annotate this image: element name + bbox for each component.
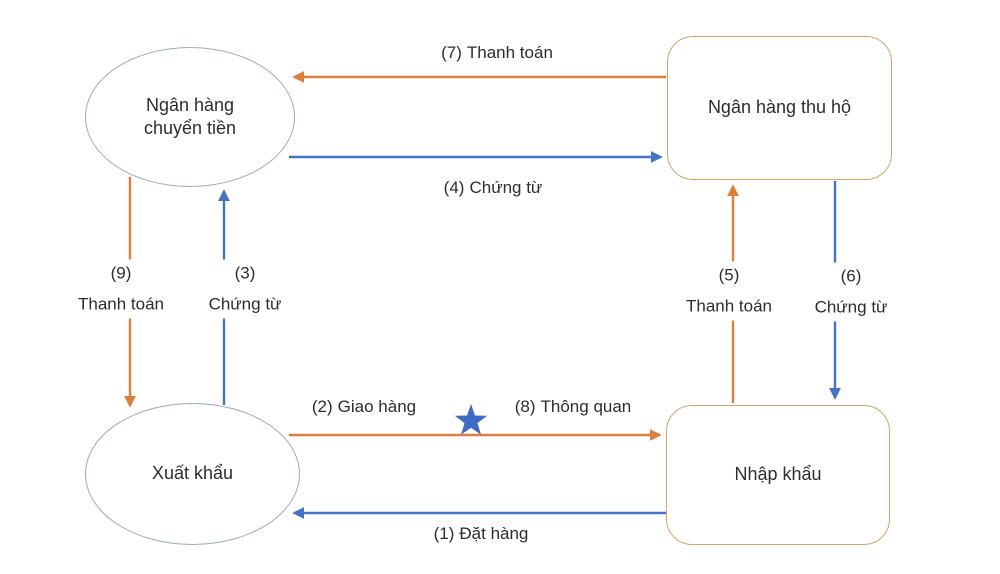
edge-label-step5: (5) Thanh toán (675, 261, 783, 321)
edge-step2-text: Giao hàng (337, 397, 417, 416)
edge-label-step9: (9) Thanh toán (67, 259, 175, 319)
edge-step1-number: (1) (433, 524, 455, 543)
edge-label-step1: (1) Đặt hàng (434, 524, 529, 544)
edge-step9-number: (9) (110, 263, 132, 283)
edge-label-step4: (4) Chứng từ (444, 178, 543, 198)
node-importer: Nhập khẩu (666, 405, 890, 545)
edge-step4-text: Chứng từ (469, 178, 543, 197)
node-exporter: Xuất khẩu (85, 403, 300, 545)
node-remitting-bank-label-line1: Ngân hàng (145, 94, 235, 115)
edge-step7-text: Thanh toán (466, 43, 553, 62)
edge-step2-number: (2) (311, 397, 333, 416)
node-exporter-label: Xuất khẩu (151, 463, 234, 484)
node-remitting-bank-label-line2: chuyển tiền (143, 118, 237, 138)
edge-step4-number: (4) (443, 178, 465, 197)
edge-step7-number: (7) (441, 43, 462, 62)
edge-label-step7: (7) Thanh toán (441, 43, 553, 63)
edge-label-step3: (3) Chứng từ (198, 259, 292, 319)
node-collecting-bank-label: Ngân hàng thu hộ (707, 97, 852, 118)
edge-label-step6: (6) Chứng từ (804, 262, 898, 322)
edge-label-step8: (8) Thông quan (515, 397, 632, 417)
edge-step3-text: Chứng từ (208, 294, 282, 314)
node-remitting-bank: Ngân hàng chuyển tiền (85, 47, 295, 187)
edge-step6-number: (6) (840, 266, 862, 286)
edge-step8-number: (8) (514, 397, 536, 416)
edge-step5-number: (5) (718, 265, 740, 285)
node-collecting-bank: Ngân hàng thu hộ (667, 36, 892, 180)
star-icon (454, 404, 488, 435)
edge-step9-text: Thanh toán (77, 294, 165, 314)
edge-step6-text: Chứng từ (814, 297, 888, 317)
edge-step3-number: (3) (234, 263, 256, 283)
edge-label-step2: (2) Giao hàng (312, 397, 416, 417)
edge-step1-text: Đặt hàng (459, 524, 529, 543)
edge-step8-text: Thông quan (540, 397, 632, 416)
node-importer-label: Nhập khẩu (734, 464, 822, 485)
edge-step5-text: Thanh toán (685, 296, 773, 316)
